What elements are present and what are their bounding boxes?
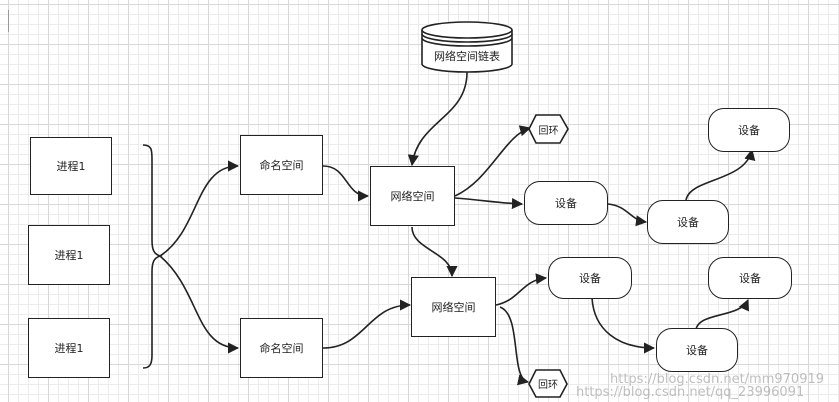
process-box-3: 进程1	[28, 318, 110, 378]
edge-brace-namespace1	[159, 160, 240, 257]
edge-netns2-devB1	[495, 273, 548, 306]
edge-netns1-devA1	[454, 197, 524, 210]
loopback1-hexagon	[528, 114, 569, 144]
namespace-box-2: 命名空间	[240, 318, 323, 378]
edge-devA1-devA2	[607, 203, 648, 227]
namespace-label: 命名空间	[259, 342, 304, 355]
device-label: 设备	[677, 216, 699, 229]
text-cursor	[8, 10, 9, 32]
device-label: 设备	[555, 197, 577, 210]
loopback2-hexagon	[528, 369, 568, 398]
edge-list-netns1	[407, 71, 468, 167]
netns-list-database	[421, 21, 513, 73]
edge-brace-namespace2	[159, 255, 240, 354]
device-label: 设备	[739, 272, 761, 285]
process-box-2: 进程1	[28, 225, 110, 285]
process-label: 进程1	[54, 342, 84, 355]
device-b1: 设备	[548, 257, 632, 299]
process-label: 进程1	[54, 249, 84, 262]
process-label: 进程1	[56, 160, 86, 173]
device-label: 设备	[738, 124, 760, 137]
namespace-box-1: 命名空间	[240, 135, 323, 195]
device-a2: 设备	[647, 200, 729, 244]
netns-box-2: 网络空间	[411, 277, 496, 337]
edge-devA2-devA3	[685, 148, 756, 201]
netns-label: 网络空间	[390, 190, 435, 203]
netns-list-label: 网络空间链表	[434, 50, 500, 63]
edge-netns1-loopback1	[454, 125, 532, 197]
process-box-1: 进程1	[30, 137, 112, 195]
loopback-label-1: 回环	[538, 125, 559, 137]
device-b3: 设备	[708, 257, 792, 299]
device-label: 设备	[686, 344, 708, 357]
edge-namespace1-netns1	[322, 165, 370, 202]
device-a3: 设备	[708, 108, 790, 152]
device-b2: 设备	[656, 328, 738, 372]
edge-netns1-netns2	[411, 226, 458, 278]
watermark-line-2: https://blog.csdn.net/qq_23996091	[576, 385, 805, 400]
netns-label: 网络空间	[431, 301, 476, 314]
device-a1: 设备	[524, 181, 608, 225]
edge-devB2-devB3	[695, 298, 749, 331]
edge-namespace2-netns2	[322, 299, 412, 349]
watermark-line-1: https://blog.csdn.net/mm970919	[610, 372, 825, 387]
edge-netns2-loopback2	[499, 306, 530, 386]
loopback-label-2: 回环	[538, 380, 558, 391]
edge-devB1-devB2	[591, 297, 656, 354]
device-label: 设备	[579, 272, 601, 285]
netns-box-1: 网络空间	[370, 166, 455, 226]
process-brace	[142, 144, 163, 369]
namespace-label: 命名空间	[259, 159, 304, 172]
